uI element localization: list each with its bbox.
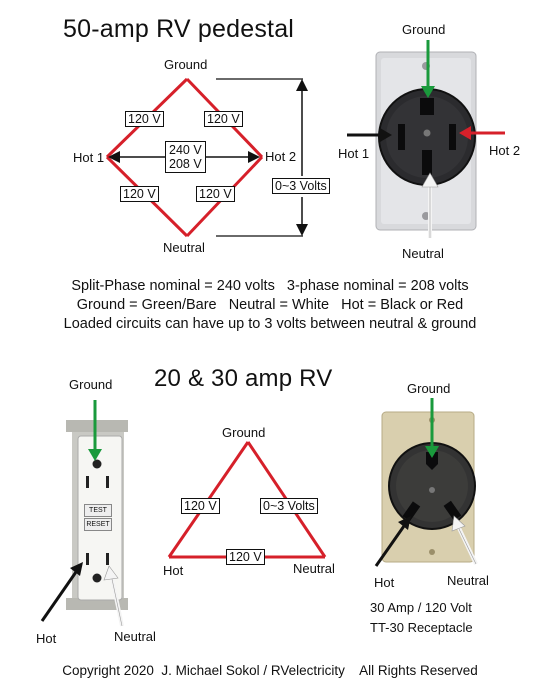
receptacle-ground-label: Ground [402, 22, 446, 37]
voltage-top-right: 120 V [204, 111, 243, 127]
receptacle-hot1-label: Hot 1 [338, 146, 370, 161]
outlet-ground-label: Ground [69, 377, 113, 392]
triangle-hot-label: Hot [163, 563, 184, 578]
note-line-2: Ground = Green/Bare Neutral = White Hot … [76, 297, 464, 313]
diamond-hot1-label: Hot 1 [73, 150, 105, 165]
diamond-neutral-label: Neutral [163, 240, 205, 255]
voltage-center-240: 240 V [169, 143, 202, 157]
diamond-hot2-label: Hot 2 [265, 149, 297, 164]
voltage-neutral-ground: 0~3 Volts [272, 178, 330, 194]
ground-neutral-bracket [216, 78, 308, 237]
receptacle-neutral-label: Neutral [402, 246, 444, 261]
tt30-hot-label: Hot [374, 575, 395, 590]
voltage-bottom-left: 120 V [120, 186, 159, 202]
triangle-ground-label: Ground [222, 425, 266, 440]
voltage-bottom-right: 120 V [196, 186, 235, 202]
bottom-title: 20 & 30 amp RV [154, 365, 333, 392]
notes-block: Split-Phase nominal = 240 volts 3-phase … [0, 277, 540, 334]
outlet-neutral-label: Neutral [114, 629, 156, 644]
tt30-neutral-label: Neutral [447, 573, 489, 588]
tt30-caption-2: TT-30 Receptacle [370, 620, 473, 635]
note-line-1: Split-Phase nominal = 240 volts 3-phase … [71, 278, 469, 294]
receptacle-50amp [375, 51, 477, 231]
diamond-ground-label: Ground [164, 57, 208, 72]
outlet-reset-button: RESET [84, 518, 112, 531]
triangle-voltage-right: 0~3 Volts [260, 498, 318, 514]
copyright-footer: Copyright 2020 J. Michael Sokol / RVelec… [62, 663, 478, 678]
tt30-caption-1: 30 Amp / 120 Volt [370, 600, 472, 615]
top-title: 50-amp RV pedestal [63, 15, 295, 43]
triangle-neutral-label: Neutral [293, 561, 335, 576]
voltage-center: 240 V 208 V [165, 141, 206, 173]
note-line-3: Loaded circuits can have up to 3 volts b… [63, 316, 477, 332]
voltage-top-left: 120 V [125, 111, 164, 127]
triangle-voltage-left: 120 V [181, 498, 220, 514]
triangle-voltage-bottom: 120 V [226, 549, 265, 565]
outlet-hot-label: Hot [36, 631, 57, 646]
voltage-center-208: 208 V [169, 157, 202, 171]
receptacle-hot2-label: Hot 2 [489, 143, 521, 158]
outlet-test-button: TEST [84, 504, 112, 517]
tt30-ground-label: Ground [407, 381, 451, 396]
